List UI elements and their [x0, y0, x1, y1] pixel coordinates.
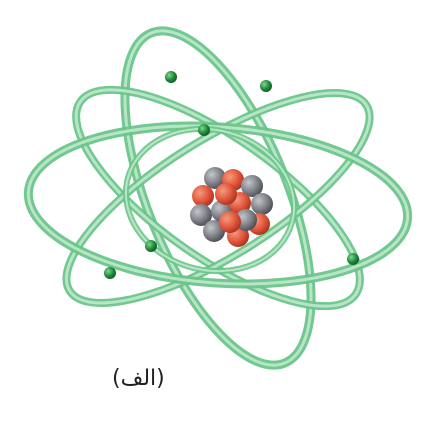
proton: [192, 185, 214, 207]
electron: [165, 71, 177, 83]
electron: [145, 240, 157, 252]
neutron: [251, 193, 273, 215]
electron: [104, 267, 116, 279]
electron: [260, 80, 272, 92]
electron: [347, 253, 359, 265]
proton: [219, 211, 241, 233]
electron: [198, 124, 210, 136]
proton: [215, 183, 237, 205]
figure-caption: (الف): [112, 366, 165, 391]
